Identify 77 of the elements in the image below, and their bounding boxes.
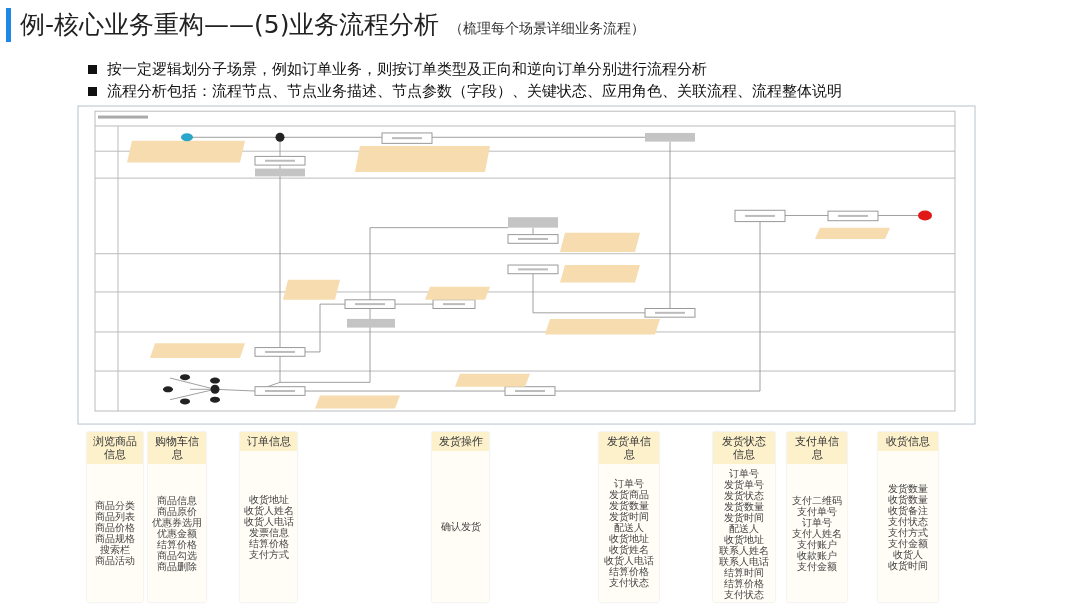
field-name: 发票信息 [248, 526, 289, 538]
field-name: 支付人姓名 [792, 527, 842, 539]
field-name: 商品信息 [157, 494, 197, 506]
field-name: 收货地址 [609, 533, 649, 545]
field-name: 商品活动 [95, 555, 135, 567]
field-name: 发货数量 [724, 501, 764, 513]
field-name: 商品勾选 [157, 549, 197, 561]
field-name: 搜索栏 [100, 544, 130, 556]
field-name: 收货备注 [888, 504, 928, 516]
card-heading: 浏览商品信息 [87, 432, 143, 465]
field-name: 联系人姓名 [719, 545, 769, 557]
field-name: 支付方式 [888, 526, 928, 538]
info-card [713, 432, 775, 602]
card-heading: 发货单信息 [599, 432, 659, 465]
field-name: 商品价格 [95, 522, 135, 534]
info-card [787, 432, 847, 602]
field-name: 优惠金额 [157, 527, 197, 539]
field-name: 收款账户 [797, 549, 837, 561]
field-name: 支付状态 [888, 515, 928, 527]
field-name: 配送人 [729, 523, 759, 535]
field-name: 发货时间 [724, 512, 764, 524]
field-name: 联系人电话 [719, 556, 769, 568]
field-name: 收货人电话 [243, 515, 294, 527]
field-name: 商品列表 [95, 511, 135, 523]
field-name: 发货状态 [724, 490, 764, 502]
field-name: 收货时间 [888, 559, 928, 571]
field-name: 发货数量 [609, 500, 649, 512]
field-name: 收货地址 [248, 493, 289, 505]
info-card [240, 432, 297, 602]
field-name: 支付金额 [797, 560, 837, 572]
info-card [878, 432, 938, 602]
subtitle: （梳理每个场景详细业务流程） [449, 20, 646, 38]
card-heading: 收货信息 [878, 432, 938, 452]
field-name: 商品原价 [157, 505, 197, 517]
bullet-text: 按一定逻辑划分子场景，例如订单业务，则按订单类型及正向和逆向订单分别进行流程分析 [107, 60, 707, 79]
info-card [599, 432, 659, 602]
field-name: 支付账户 [797, 538, 837, 550]
field-name: 商品规格 [95, 533, 135, 545]
bullet-text: 流程分析包括：流程节点、节点业务描述、节点参数（字段）、关键状态、应用角色、关联流程、流程整体说明 [107, 82, 842, 101]
slide-title: 例-核心业务重构——(5)业务流程分析 [20, 9, 440, 41]
card-heading: 订单信息 [240, 432, 297, 452]
field-name: 结算价格 [724, 578, 764, 590]
field-name: 收货人电话 [604, 555, 654, 567]
info-card [87, 432, 143, 602]
field-name: 支付金额 [888, 537, 928, 549]
field-name: 发货时间 [609, 511, 649, 523]
field-name: 结算价格 [248, 537, 289, 549]
field-name: 订单号 [729, 468, 759, 480]
field-name: 收货姓名 [609, 544, 649, 556]
field-name: 结算时间 [724, 567, 764, 579]
field-name: 确认发货 [440, 521, 481, 533]
field-name: 支付单号 [797, 505, 837, 517]
field-name: 收货人 [893, 548, 923, 560]
card-heading: 购物车信息 [148, 432, 206, 465]
field-name: 发货数量 [888, 482, 928, 494]
field-name: 商品删除 [157, 560, 197, 572]
field-name: 支付状态 [724, 589, 764, 601]
field-name: 订单号 [802, 516, 832, 528]
field-name: 发货单号 [724, 479, 764, 491]
field-name: 支付二维码 [792, 494, 842, 506]
field-name: 订单号 [614, 478, 644, 490]
card-heading: 支付单信息 [787, 432, 847, 465]
field-name: 收货人姓名 [243, 504, 294, 516]
field-name: 收货数量 [888, 493, 928, 505]
field-name: 发货商品 [609, 489, 649, 501]
field-name: 结算价格 [609, 566, 649, 578]
field-name: 配送人 [614, 522, 644, 534]
field-name: 支付方式 [248, 548, 289, 560]
info-card [148, 432, 206, 602]
field-name: 收货地址 [724, 534, 764, 546]
info-card [432, 432, 489, 602]
field-name: 优惠券选用 [152, 516, 202, 528]
card-heading: 发货状态信息 [713, 432, 775, 465]
field-name: 结算价格 [157, 538, 197, 550]
card-heading: 发货操作 [432, 432, 489, 452]
field-name: 商品分类 [95, 500, 135, 512]
field-name: 支付状态 [609, 577, 649, 589]
